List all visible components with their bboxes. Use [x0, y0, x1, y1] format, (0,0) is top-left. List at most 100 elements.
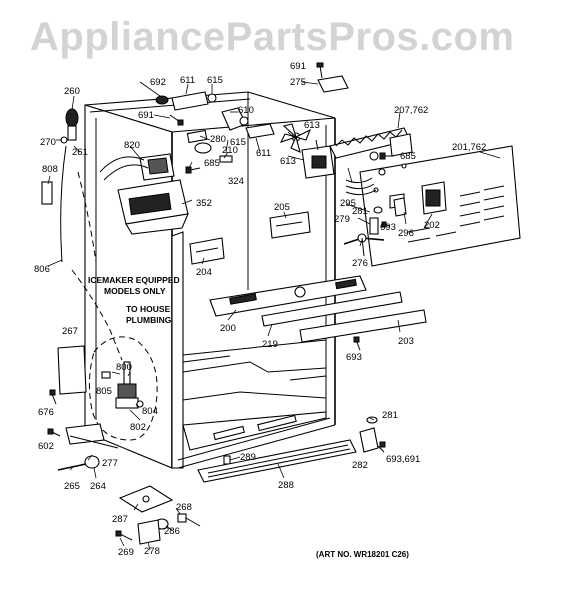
label-802: 802	[130, 422, 146, 433]
label-201: 201,762	[452, 142, 486, 153]
label-264: 264	[90, 481, 106, 492]
label-286: 286	[164, 526, 180, 537]
label-268: 268	[176, 502, 192, 513]
label-219: 219	[262, 339, 278, 350]
label-280: 280	[210, 134, 226, 145]
label-296: 296	[398, 228, 414, 239]
label-692: 692	[150, 77, 166, 88]
fill-tube-260[interactable]	[65, 108, 79, 141]
part-280-cylinder[interactable]	[186, 129, 208, 144]
label-267: 267	[62, 326, 78, 337]
panel-267[interactable]	[57, 345, 87, 395]
label-615-mid: 615	[230, 137, 246, 148]
label-693-mid: 693	[346, 352, 362, 363]
label-691-mid: 691	[138, 110, 154, 121]
label-288: 288	[278, 480, 294, 491]
crossbar-200[interactable]	[209, 275, 367, 317]
label-261: 261	[72, 147, 88, 158]
part-692-grommet[interactable]	[155, 95, 169, 105]
label-210: 210	[222, 145, 238, 156]
label-808: 808	[42, 164, 58, 175]
label-693-691: 693,691	[386, 454, 420, 465]
evaporator-207[interactable]	[329, 127, 413, 161]
label-820: 820	[124, 140, 140, 151]
label-202: 202	[424, 220, 440, 231]
grille-288[interactable]	[197, 439, 357, 483]
label-800: 800	[116, 362, 132, 373]
fan-motor-613[interactable]	[301, 139, 335, 179]
label-805: 805	[96, 386, 112, 397]
label-352: 352	[196, 198, 212, 209]
label-200: 200	[220, 323, 236, 334]
part-275-bracket[interactable]	[317, 75, 349, 93]
label-278: 278	[144, 546, 160, 557]
leader-lines	[47, 81, 501, 551]
note-plumbing-line1: TO HOUSE	[126, 304, 171, 314]
strip-219[interactable]	[261, 291, 403, 327]
label-685-left: 685	[204, 158, 220, 169]
bracket-204[interactable]	[189, 237, 225, 265]
ice-bucket-352[interactable]	[117, 179, 189, 235]
bracket-276[interactable]	[343, 233, 385, 257]
icemaker-820[interactable]	[99, 153, 175, 181]
water-tube-806	[60, 145, 67, 263]
watermark: AppliancePartsPros.com	[30, 15, 515, 59]
part-324[interactable]	[219, 155, 233, 163]
label-691-top: 691	[290, 61, 306, 72]
wire-harness-295[interactable]	[345, 177, 377, 196]
part-210[interactable]	[194, 142, 212, 154]
label-613-a: 613	[304, 120, 320, 131]
part-611-bracket[interactable]	[171, 91, 209, 111]
label-685-right: 685	[400, 151, 416, 162]
rear-panel-201[interactable]	[359, 145, 521, 267]
label-613-b: 613	[280, 156, 296, 167]
label-260: 260	[64, 86, 80, 97]
roller-264[interactable]	[84, 455, 100, 469]
part-296[interactable]	[393, 197, 407, 217]
water-valve-804[interactable]	[115, 383, 144, 409]
label-295: 295	[340, 198, 356, 209]
note-plumbing-line2: PLUMBING	[126, 315, 172, 325]
label-270: 270	[40, 137, 56, 148]
note-icemaker-line2: MODELS ONLY	[104, 286, 166, 296]
bracket-282[interactable]	[359, 427, 379, 453]
label-289: 289	[240, 452, 256, 463]
part-611-control[interactable]	[245, 123, 275, 139]
part-615-top[interactable]	[207, 93, 217, 103]
rod-265[interactable]	[57, 463, 87, 471]
label-207: 207,762	[394, 105, 428, 116]
part-268[interactable]	[177, 513, 187, 523]
label-693-right: 693	[380, 222, 396, 233]
strip-203[interactable]	[299, 309, 427, 343]
label-324: 324	[228, 176, 244, 187]
water-line-dashed	[71, 269, 123, 361]
part-labels: 691 275 692 611 615 610 691 207,762 260 …	[34, 61, 486, 558]
label-205: 205	[274, 202, 290, 213]
part-289[interactable]	[223, 455, 231, 465]
label-269: 269	[118, 547, 134, 558]
part-279[interactable]	[369, 217, 379, 235]
art-number: (ART NO. WR18201 C26)	[316, 550, 409, 559]
label-204: 204	[196, 267, 212, 278]
fan-blade-613[interactable]	[279, 123, 312, 153]
label-804: 804	[142, 406, 158, 417]
bracket-205[interactable]	[269, 211, 311, 239]
part-808[interactable]	[41, 181, 53, 205]
bracket-277[interactable]	[65, 423, 105, 445]
part-278[interactable]	[137, 519, 161, 545]
label-611-top: 611	[180, 75, 195, 86]
label-287: 287	[112, 514, 128, 525]
note-icemaker-line1: ICEMAKER EQUIPPED	[88, 275, 180, 285]
label-275: 275	[290, 77, 306, 88]
label-615-top: 615	[207, 75, 223, 86]
label-676: 676	[38, 407, 54, 418]
part-805[interactable]	[101, 371, 111, 379]
screw-691-top-icon	[316, 62, 324, 79]
label-602: 602	[38, 441, 54, 452]
label-203: 203	[398, 336, 414, 347]
label-611-mid: 611	[256, 148, 271, 159]
label-281-top: 281	[352, 206, 368, 217]
label-806: 806	[34, 264, 50, 275]
label-276: 276	[352, 258, 368, 269]
